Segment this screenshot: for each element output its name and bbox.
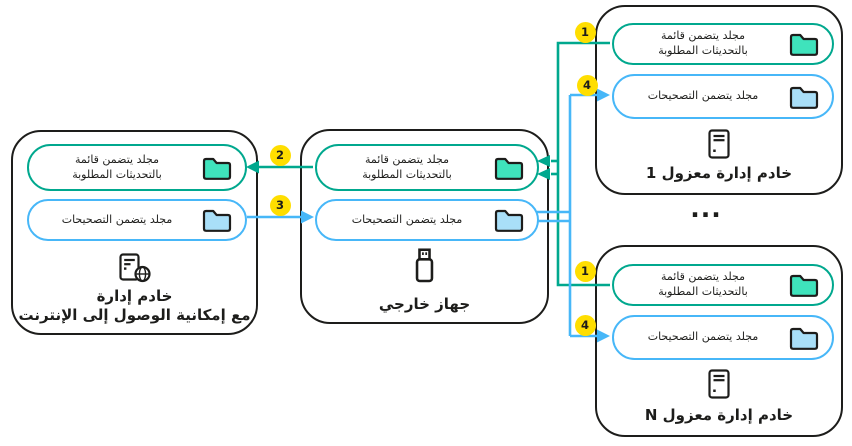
folder-icon — [789, 273, 819, 297]
isolatedN-patches-folder-pill: مجلد يتضمن التصحيحات — [612, 315, 834, 360]
step-badge-1-bottom: 1 — [574, 260, 596, 282]
folder-icon — [494, 208, 524, 232]
pill-label: مجلد يتضمن التصحيحات — [647, 330, 759, 344]
admin-patches-folder-pill: مجلد يتضمن التصحيحات — [27, 199, 247, 241]
pill-label: مجلد يتضمن قائمة بالتحديثات المطلوبة — [658, 270, 748, 298]
external-updates-folder-pill: مجلد يتضمن قائمة بالتحديثات المطلوبة — [315, 144, 539, 191]
admin-updates-folder-pill: مجلد يتضمن قائمة بالتحديثات المطلوبة — [27, 144, 247, 191]
pill-label: مجلد يتضمن قائمة بالتحديثات المطلوبة — [658, 29, 748, 57]
step-badge-1-top: 1 — [574, 21, 596, 43]
folder-icon — [494, 156, 524, 180]
external-device-box: مجلد يتضمن قائمة بالتحديثات المطلوبة مجل… — [300, 129, 549, 324]
admin-server-box: مجلد يتضمن قائمة بالتحديثات المطلوبة مجل… — [11, 130, 258, 335]
external-device-label: جهاز خارجي — [378, 295, 471, 313]
pill-label: مجلد يتضمن التصحيحات — [647, 89, 759, 103]
step-badge-4-bottom: 4 — [574, 314, 596, 336]
pill-label: مجلد يتضمن قائمة بالتحديثات المطلوبة — [72, 152, 162, 181]
folder-icon — [202, 156, 232, 180]
folder-icon — [789, 32, 819, 56]
folder-icon — [789, 326, 819, 350]
isolated1-patches-folder-pill: مجلد يتضمن التصحيحات — [612, 74, 834, 119]
isolated-server-n-label: خادم إدارة معزول N — [644, 406, 794, 424]
isolated-server-n-box: مجلد يتضمن قائمة بالتحديثات المطلوبة مجل… — [595, 245, 843, 437]
folder-icon — [202, 208, 232, 232]
usb-icon — [302, 248, 547, 283]
step-badge-4-top: 4 — [576, 74, 598, 96]
pill-label: مجلد يتضمن التصحيحات — [351, 212, 463, 226]
server-globe-icon — [13, 253, 256, 283]
isolated-server-1-box: مجلد يتضمن قائمة بالتحديثات المطلوبة مجل… — [595, 5, 843, 195]
server-icon — [597, 129, 841, 159]
isolated1-updates-folder-pill: مجلد يتضمن قائمة بالتحديثات المطلوبة — [612, 23, 834, 65]
pill-label: مجلد يتضمن قائمة بالتحديثات المطلوبة — [362, 152, 452, 181]
pill-label: مجلد يتضمن التصحيحات — [61, 212, 173, 226]
step-badge-3: 3 — [269, 194, 291, 216]
admin-server-label: خادم إدارة مع إمكانية الوصول إلى الإنترن… — [18, 287, 251, 325]
external-patches-folder-pill: مجلد يتضمن التصحيحات — [315, 199, 539, 241]
more-servers-ellipsis: ... — [690, 194, 722, 223]
isolatedN-updates-folder-pill: مجلد يتضمن قائمة بالتحديثات المطلوبة — [612, 264, 834, 306]
isolated-server-1-label: خادم إدارة معزول 1 — [645, 164, 793, 182]
step-badge-2: 2 — [269, 144, 291, 166]
server-icon — [597, 369, 841, 399]
folder-icon — [789, 85, 819, 109]
